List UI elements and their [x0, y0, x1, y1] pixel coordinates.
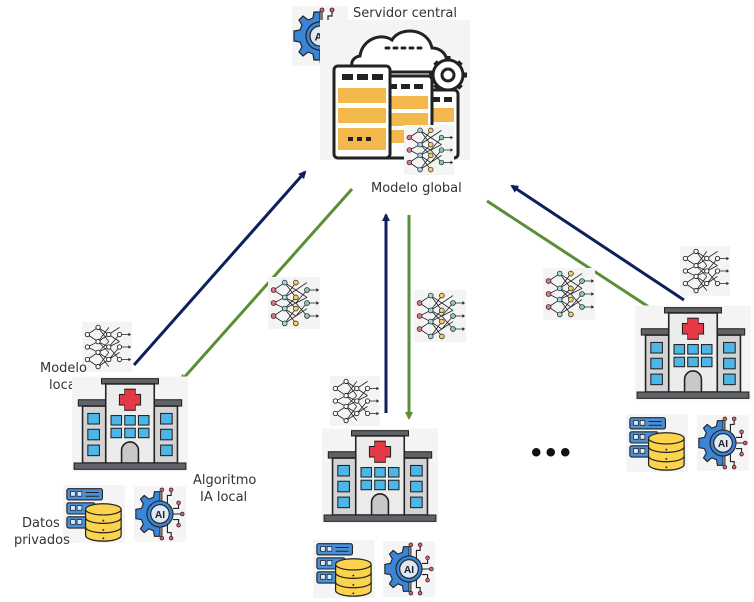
global-model-neural-network-icon: [404, 125, 454, 175]
more-clients-ellipsis: •••: [531, 436, 575, 469]
global-model-transit-icon-2: [414, 290, 466, 342]
private-data-database-icon: [626, 414, 688, 472]
download-arrow-hospital-1: [179, 188, 354, 383]
local-algorithm-label-line1: Algoritmo: [193, 473, 257, 488]
global-model-transit-icon-1: [268, 277, 320, 329]
upload-arrow-hospital-1: [132, 170, 307, 366]
local-model-label-line2: local: [49, 378, 80, 393]
hospital-icon: [322, 428, 438, 524]
hospital-icon: [72, 376, 188, 472]
local-model-label-line1: Modelo: [40, 361, 87, 376]
local-model-neural-network-icon: [330, 376, 380, 426]
private-data-label-line1: Datos: [22, 516, 60, 531]
global-model-label: Modelo global: [371, 181, 462, 196]
local-ai-algorithm-icon: [383, 540, 435, 598]
hospital-icon: [635, 305, 751, 401]
upload-arrow-hospital-3: [510, 184, 685, 302]
download-arrow-hospital-3: [486, 199, 663, 317]
local-model-neural-network-icon: [82, 322, 132, 372]
private-data-label-line2: privados: [14, 533, 70, 548]
local-ai-algorithm-icon: [134, 485, 186, 543]
global-model-transit-icon-3: [543, 268, 595, 320]
local-model-neural-network-icon: [680, 246, 730, 296]
private-data-database-icon: [313, 540, 375, 598]
local-ai-algorithm-icon: [697, 414, 749, 472]
local-algorithm-label-line2: IA local: [200, 490, 248, 505]
cloud-server-icon: [320, 20, 470, 160]
server-label: Servidor central: [353, 6, 457, 21]
private-data-database-icon: [63, 485, 125, 543]
